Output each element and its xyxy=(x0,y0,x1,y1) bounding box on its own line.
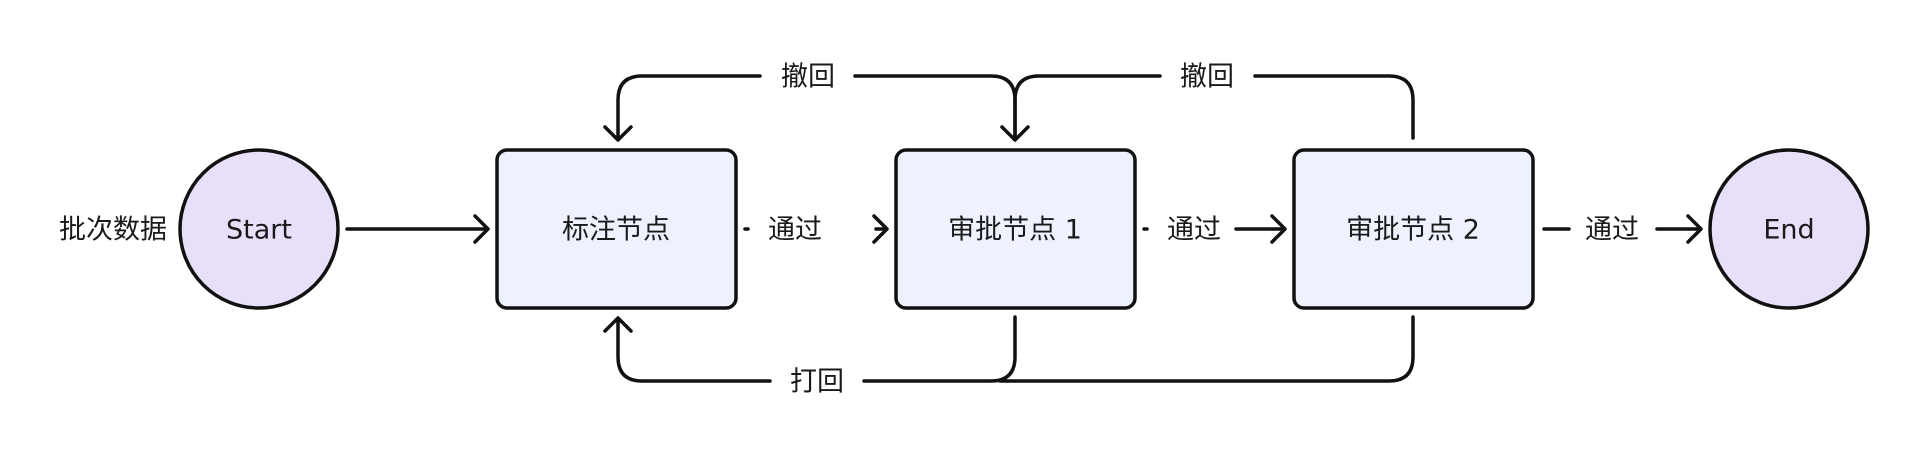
edge-label-pass-2: 通过 xyxy=(1167,215,1221,246)
arrowhead-end-left xyxy=(1686,214,1703,244)
approve2-node xyxy=(1292,148,1535,310)
arrowhead-annotate-bottom xyxy=(603,316,633,333)
edge-withdraw-approve1-to-annotate xyxy=(853,74,1017,140)
edge-reject-approve2 xyxy=(998,315,1415,383)
start-node xyxy=(178,148,340,310)
arrowhead-approve2-left xyxy=(1270,214,1287,244)
edge-label-pass-3: 通过 xyxy=(1585,215,1639,246)
edge-label-withdraw-1: 撤回 xyxy=(781,62,835,93)
approve2-node-label: 审批节点 2 xyxy=(1346,215,1480,246)
edge-label-withdraw-2: 撤回 xyxy=(1180,62,1234,93)
approve1-node xyxy=(894,148,1137,310)
batch-data-label: 批次数据 xyxy=(59,215,167,246)
approve1-node-label: 审批节点 1 xyxy=(948,215,1082,246)
annotate-node-label: 标注节点 xyxy=(562,215,670,246)
start-node-label: Start xyxy=(226,215,292,246)
end-node xyxy=(1708,148,1870,310)
edge-withdraw-approve2-to-approve1-2 xyxy=(1013,74,1162,141)
end-node-label: End xyxy=(1763,215,1814,246)
arrowhead-approve1-left xyxy=(872,214,889,244)
edge-label-reject: 打回 xyxy=(790,367,844,398)
arrowhead-approve1-top xyxy=(1000,125,1030,142)
edge-reject-to-annotate xyxy=(616,317,772,383)
edge-reject-approve1 xyxy=(862,315,1017,383)
annotate-node xyxy=(495,148,738,310)
arrowhead-annotate-left xyxy=(473,214,490,244)
edge-withdraw-approve1-to-annotate-2 xyxy=(616,74,762,141)
edge-label-pass-1: 通过 xyxy=(768,215,822,246)
arrowhead-annotate-top xyxy=(603,125,633,142)
edge-withdraw-approve2-to-approve1 xyxy=(1253,74,1415,140)
